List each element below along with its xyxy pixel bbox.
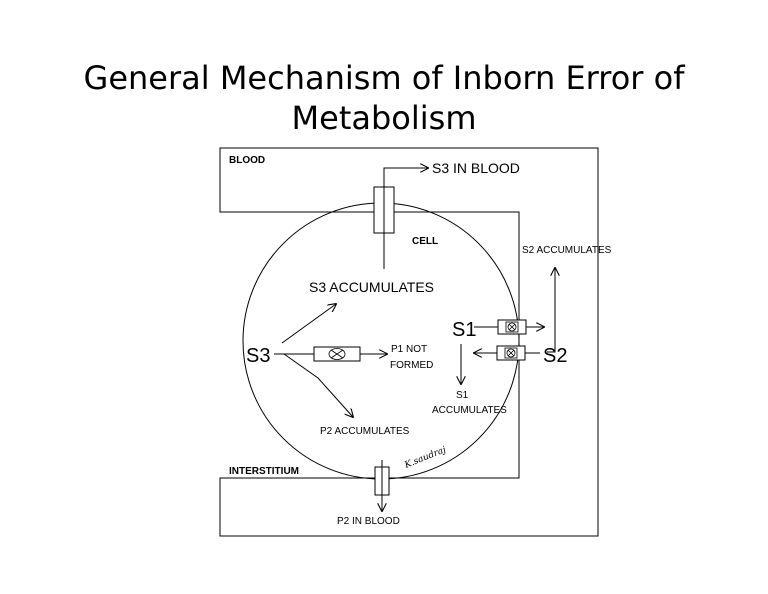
- s2-accumulates-arrow: [547, 268, 555, 353]
- signature: K.saudraj: [402, 445, 447, 471]
- enzyme-block-s3-cross-icon: [328, 348, 346, 360]
- upper-transporter-cross-icon: [505, 321, 519, 333]
- p2-in-blood-label: P2 IN BLOOD: [337, 516, 400, 527]
- p1-not-label: P1 NOT: [391, 344, 427, 355]
- s1-label: S1: [452, 319, 476, 341]
- s3-label: S3: [246, 345, 270, 367]
- s1-accumulates-label-line2: ACCUMULATES: [432, 405, 507, 416]
- lower-transporter-cross-icon: [504, 347, 518, 359]
- s2-accumulates-label: S2 ACCUMULATES: [522, 245, 612, 256]
- interstitium-label: INTERSTITIUM: [229, 466, 299, 477]
- s3-to-p2-arrow: [283, 353, 353, 417]
- cell-label: CELL: [412, 236, 438, 247]
- s1-accumulates-label-line1: S1: [456, 390, 469, 401]
- title-line-1: General Mechanism of Inborn Error of: [83, 59, 685, 97]
- s3-export-arrow: [383, 168, 428, 187]
- formed-label: FORMED: [390, 360, 433, 371]
- s3-accumulates-label: S3 ACCUMULATES: [309, 279, 434, 295]
- s3-to-accumulation-arrow: [281, 304, 336, 344]
- p2-accumulates-label: P2 ACCUMULATES: [320, 426, 410, 437]
- s3-in-blood-label: S3 IN BLOOD: [432, 160, 520, 176]
- s2-label: S2: [543, 345, 567, 367]
- title-line-2: Metabolism: [291, 99, 477, 137]
- slide-title: General Mechanism of Inborn Error of Met…: [0, 58, 768, 138]
- blood-label: BLOOD: [229, 155, 265, 166]
